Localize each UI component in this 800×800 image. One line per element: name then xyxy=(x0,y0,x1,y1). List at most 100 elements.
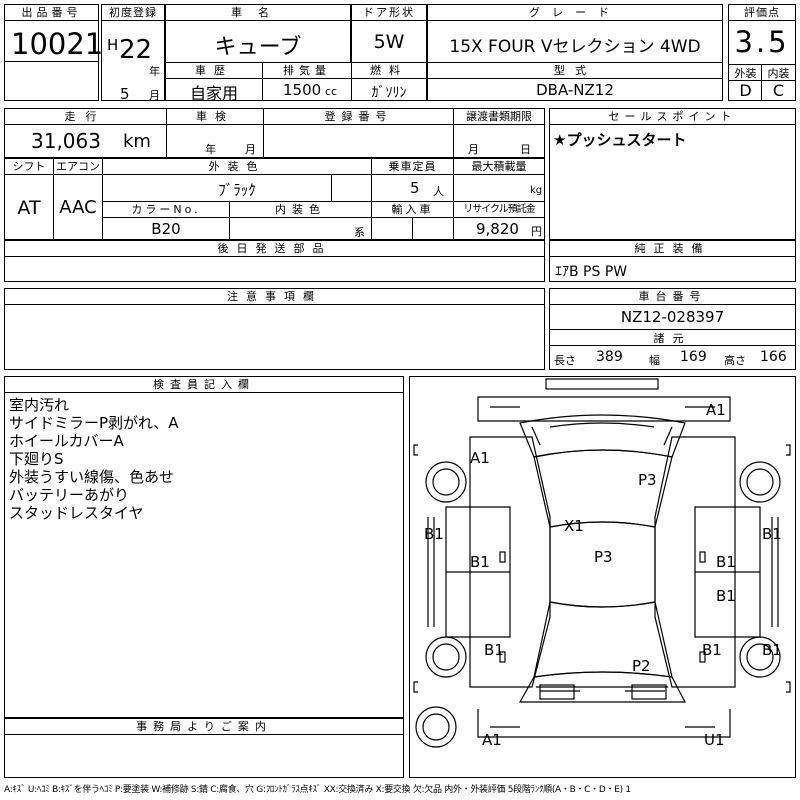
later-parts-label: 後日発送部品 xyxy=(5,241,544,257)
reg-year-unit: 年 xyxy=(149,65,160,78)
reg-month-value: 5 xyxy=(120,85,130,103)
later-parts-cell: 後日発送部品 xyxy=(4,240,545,282)
inspector-cell: 検査員記入欄 室内汚れ サイドミラーP剥がれ、A ホイールカバーA 下廻りS 外… xyxy=(4,376,404,718)
transfer-month-unit: 月 xyxy=(468,143,479,156)
inspector-remarks: 室内汚れ サイドミラーP剥がれ、A ホイールカバーA 下廻りS 外装うすい線傷、… xyxy=(9,396,178,522)
shift-cell: シフト AT xyxy=(4,158,54,240)
exterior-score-label: 外装 xyxy=(734,67,757,80)
registration-number-label: 登録番号 xyxy=(264,109,453,125)
color-number-cell: カラーNo. B20 xyxy=(102,201,230,240)
remark-line: バッテリーあがり xyxy=(9,486,130,504)
exterior-color-cell: 外装色 ﾌﾞﾗｯｸ xyxy=(102,158,372,202)
recycle-value: 9,820 xyxy=(476,220,519,238)
exterior-color-label: 外装色 xyxy=(103,159,371,175)
remark-line: ホイールカバーA xyxy=(9,432,124,450)
mileage-unit: km xyxy=(123,131,151,152)
damage-mark: P2 xyxy=(632,657,651,675)
exterior-color-value: ﾌﾞﾗｯｸ xyxy=(218,181,256,199)
remark-line: スタッドレスタイヤ xyxy=(9,504,144,522)
score-label: 評価点 xyxy=(729,5,795,21)
aircon-value: AAC xyxy=(59,197,97,218)
displacement-unit: cc xyxy=(325,85,338,98)
interior-score-value: C xyxy=(772,81,785,100)
color-number-value: B20 xyxy=(151,220,181,238)
capacity-unit: 人 xyxy=(433,185,444,198)
chassis-label: 車台番号 xyxy=(550,289,795,305)
equipment-label: 純正装備 xyxy=(550,241,795,257)
aircon-cell: エアコン AAC xyxy=(53,158,103,240)
inspector-label: 検査員記入欄 xyxy=(5,377,403,393)
interior-color-label: 内装色 xyxy=(230,202,371,218)
color-number-label: カラーNo. xyxy=(103,202,229,218)
specs-label: 諸元 xyxy=(653,332,692,345)
fuel-value: ｶﾞｿﾘﾝ xyxy=(371,85,407,101)
import-label: 輸入車 xyxy=(372,202,453,218)
legend-text: A:ｷｽﾞ U:ﾍｺﾐ B:ｷｽﾞを伴うﾍｺﾐ P:要塗装 W:補修跡 S:錆 … xyxy=(4,785,631,795)
damage-mark: B1 xyxy=(702,641,722,659)
inspection-label: 車検 xyxy=(167,109,263,125)
damage-mark: B1 xyxy=(716,587,736,605)
chassis-value: NZ12-028397 xyxy=(620,308,725,326)
sales-point-label: セールスポイント xyxy=(550,109,795,125)
first-registration-label: 初度登録 xyxy=(102,5,164,21)
shift-value: AT xyxy=(17,197,41,219)
mileage-cell: 走行 31,063 km xyxy=(4,108,167,158)
car-name-cell: 車名 キューブ xyxy=(165,4,351,63)
damage-mark: B1 xyxy=(762,525,782,543)
remark-line: サイドミラーP剥がれ、A xyxy=(9,414,179,432)
lot-number-label: 出品番号 xyxy=(5,5,98,21)
inspection-year-unit: 年 xyxy=(205,143,216,156)
length-label: 長さ xyxy=(554,354,576,367)
car-name-label: 車名 xyxy=(166,5,350,21)
history-label: 車歴 xyxy=(166,63,262,79)
damage-mark: A1 xyxy=(482,731,502,749)
grade-value: 15X FOUR Vセレクション 4WD xyxy=(449,37,701,57)
equipment-value: ｴｱB PS PW xyxy=(555,264,628,280)
height-label: 高さ xyxy=(724,354,746,367)
history-cell: 車歴 自家用 xyxy=(165,62,263,103)
interior-score-label: 内装 xyxy=(767,67,790,80)
length-value: 389 xyxy=(596,349,623,365)
displacement-value: 1500 xyxy=(283,81,322,99)
lot-number-cell: 出品番号 10021 xyxy=(4,4,103,101)
remark-line: 室内汚れ xyxy=(9,396,70,414)
fuel-cell: 燃料 ｶﾞｿﾘﾝ xyxy=(351,62,427,101)
height-value: 166 xyxy=(760,349,787,365)
transfer-day-unit: 日 xyxy=(520,143,531,156)
damage-mark: B1 xyxy=(762,641,782,659)
recycle-label: リサイクル預託金 xyxy=(454,202,544,218)
aircon-label: エアコン xyxy=(54,159,102,175)
remark-line: 下廻りS xyxy=(9,450,64,468)
car-name-value: キューブ xyxy=(214,35,302,60)
first-registration-cell: 初度登録 H 22 年 5 月 xyxy=(101,4,165,103)
lot-number-value: 10021 xyxy=(11,27,104,61)
door-label: ドア形状 xyxy=(352,5,426,21)
reg-year-value: 22 xyxy=(119,35,153,65)
office-cell: 事務局よりご案内 xyxy=(4,718,404,778)
model-value: DBA-NZ12 xyxy=(536,81,614,99)
fuel-label: 燃料 xyxy=(352,63,426,79)
remark-line: 外装うすい線傷、色あせ xyxy=(9,468,175,486)
mileage-label: 走行 xyxy=(5,109,166,125)
damage-mark: B1 xyxy=(716,553,736,571)
interior-color-cell: 内装色 系 xyxy=(229,201,372,240)
exterior-score-value: D xyxy=(739,81,752,100)
grade-cell: グレード 15X FOUR Vセレクション 4WD xyxy=(427,4,723,63)
recycle-unit: 円 xyxy=(531,225,542,238)
chassis-cell: 車台番号 NZ12-028397 諸元 長さ 389 幅 169 高さ 166 xyxy=(549,288,796,370)
car-diagram-svg: A1 A1 P3 X1 P3 B1 B1 B1 B1 B1 B1 B1 P2 B… xyxy=(413,378,791,749)
damage-mark: X1 xyxy=(564,517,584,535)
transfer-docs-cell: 譲渡書類期限 月 日 xyxy=(453,108,545,158)
office-label: 事務局よりご案内 xyxy=(5,719,403,735)
inspection-cell: 車検 年 月 xyxy=(166,108,264,158)
max-load-unit: kg xyxy=(530,185,543,196)
model-cell: 型式 DBA-NZ12 xyxy=(427,62,723,101)
capacity-cell: 乗車定員 5 人 xyxy=(371,158,454,202)
transfer-docs-label: 譲渡書類期限 xyxy=(454,109,544,125)
max-load-label: 最大積載量 xyxy=(454,159,544,175)
reg-month-unit: 月 xyxy=(149,89,160,102)
damage-mark: P3 xyxy=(594,548,613,566)
door-value: 5W xyxy=(373,31,405,53)
score-value: 3.5 xyxy=(734,25,790,59)
grade-label: グレード xyxy=(428,5,722,21)
